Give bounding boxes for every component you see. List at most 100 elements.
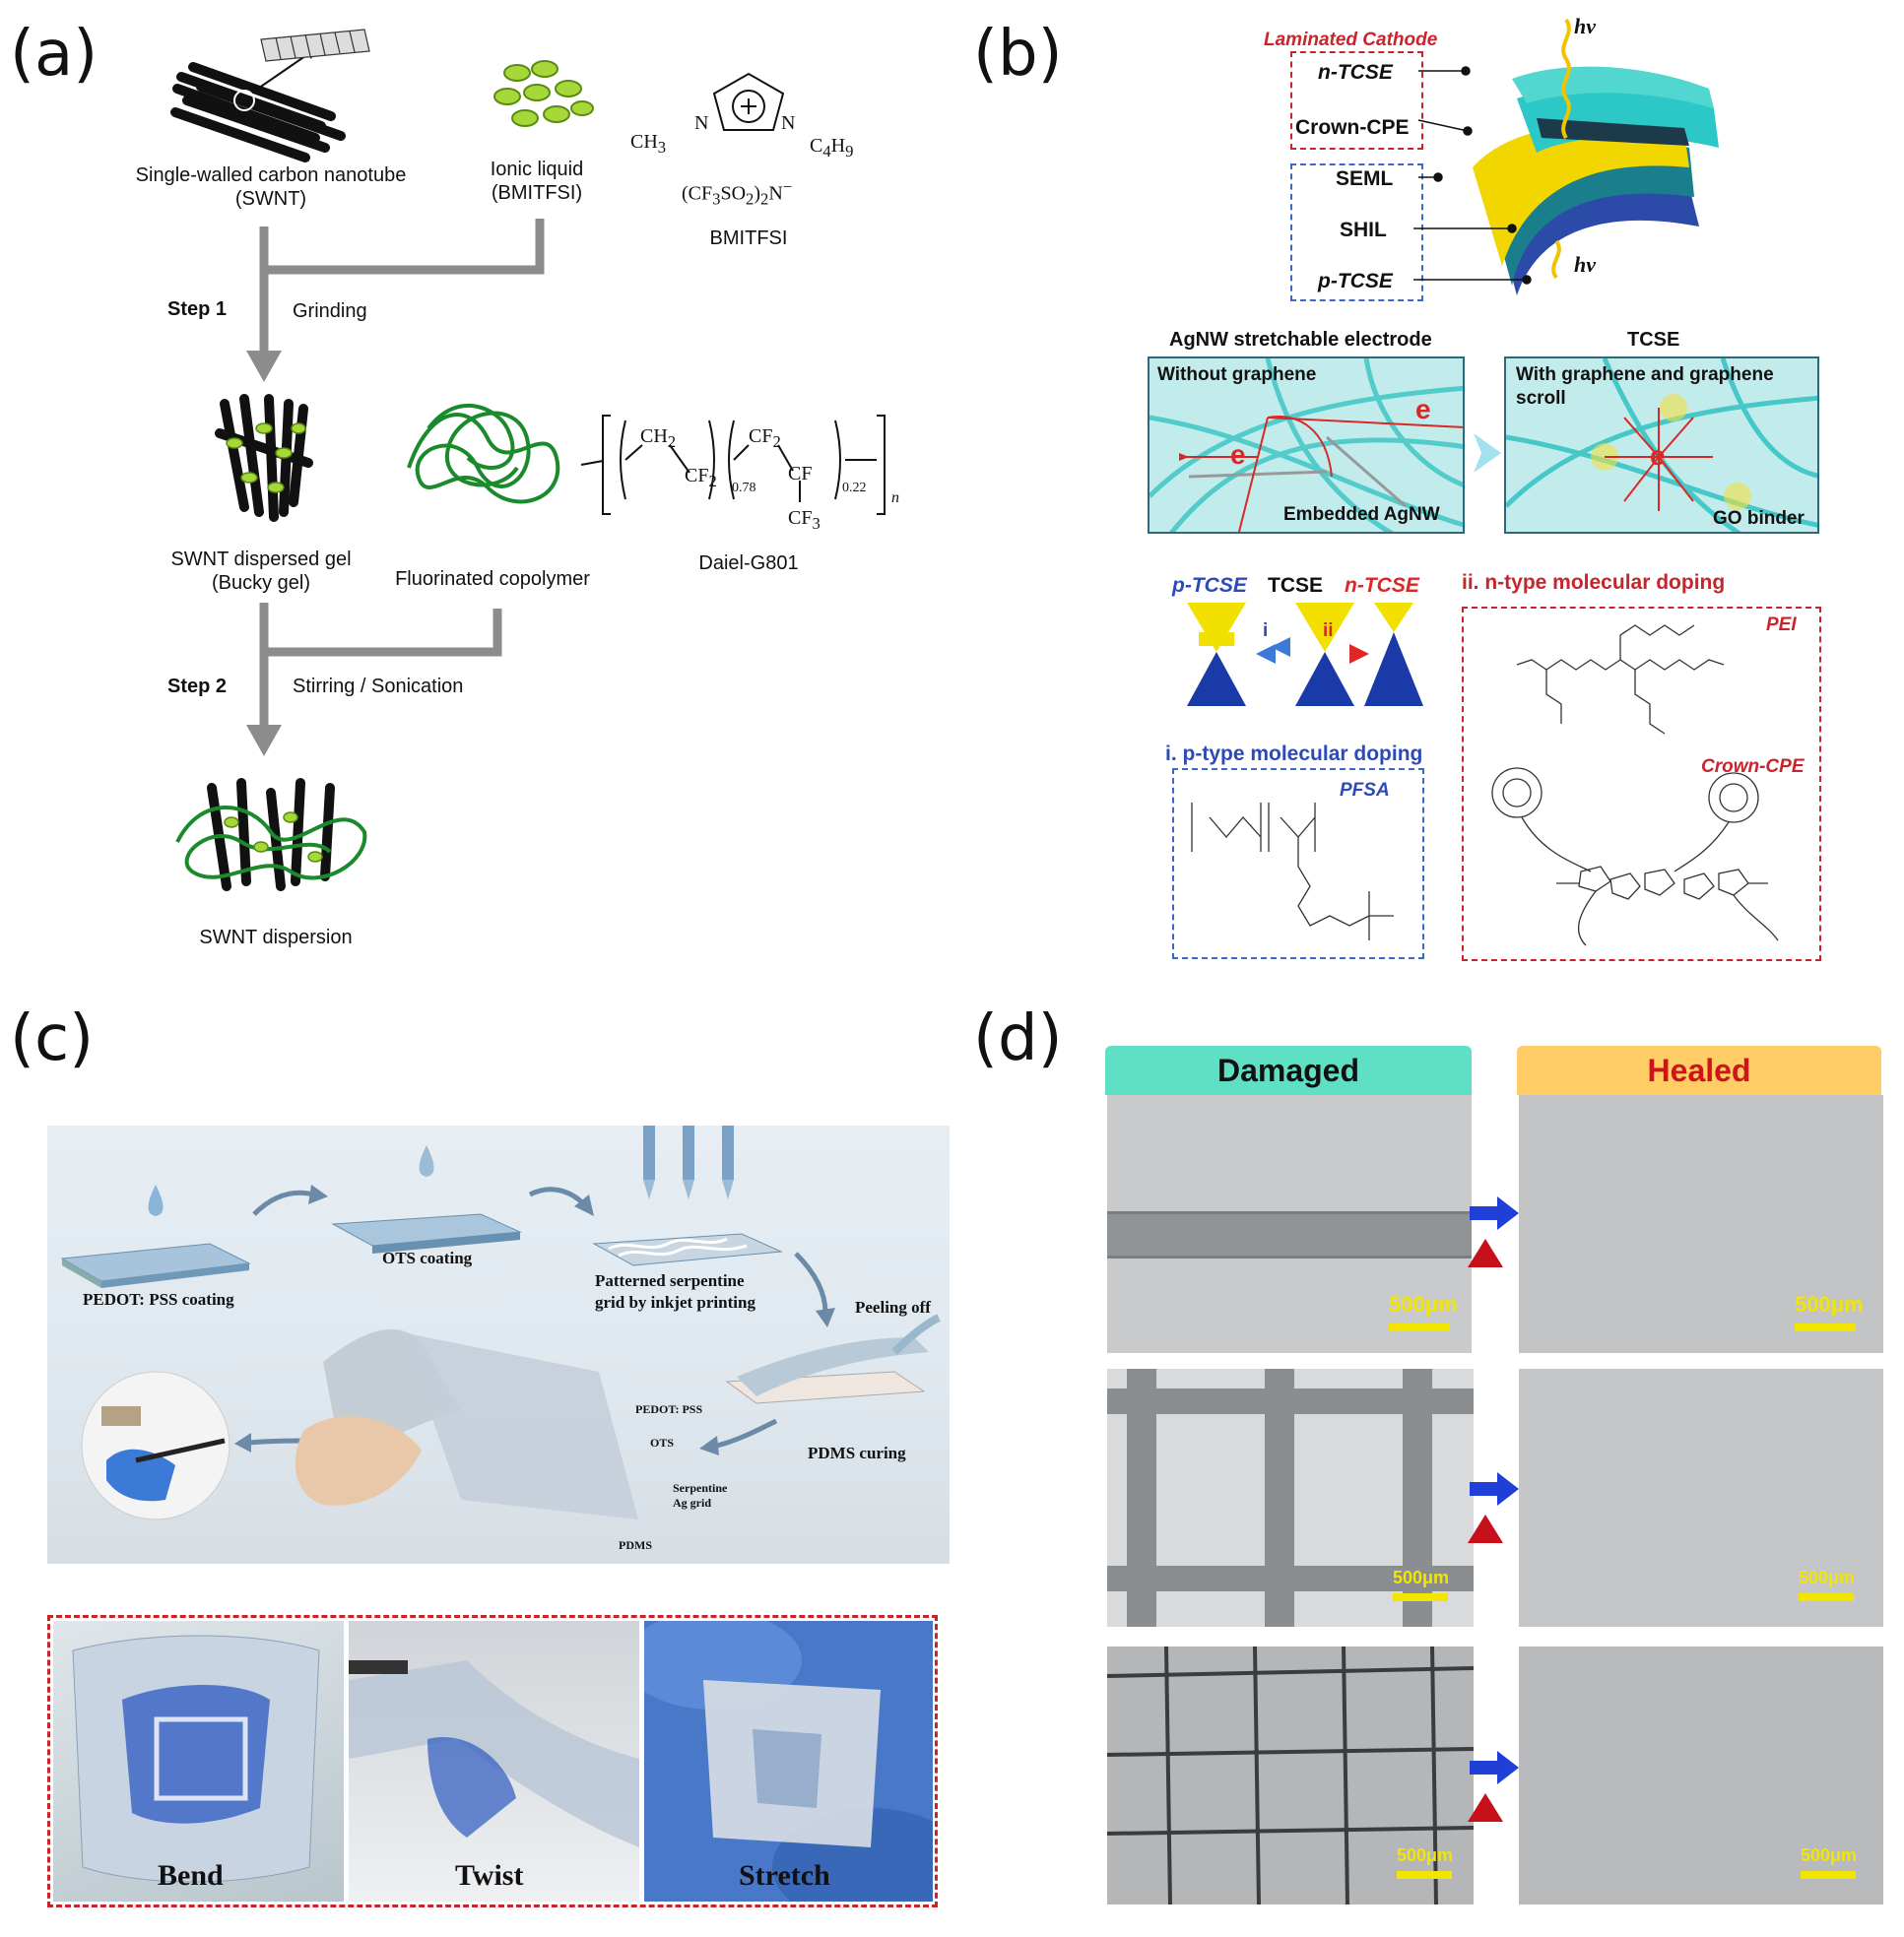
- e-label-1: e: [1415, 394, 1431, 424]
- panel-label-a: (a): [10, 18, 98, 91]
- with-graphene-label: With graphene and graphene scroll: [1516, 364, 1774, 409]
- damaged-micrograph-2: [1107, 1369, 1474, 1627]
- damaged-micrograph-1: [1107, 1095, 1472, 1353]
- arrow-ii-label: ii: [1323, 620, 1334, 641]
- e-label-2: e: [1230, 439, 1246, 470]
- layer-pedot-label: PEDOT: PSS: [635, 1402, 703, 1416]
- cathode-dashed-box: [1290, 51, 1423, 150]
- daiel-label: Daiel-G801: [698, 552, 799, 574]
- healed-micrograph-3: [1519, 1646, 1883, 1905]
- pfsa-structure: [1191, 803, 1394, 940]
- ionic-liquid-icon: [493, 60, 594, 127]
- cone-n-label: n-TCSE: [1345, 574, 1419, 597]
- struct-c4h9: C4H9: [810, 135, 854, 161]
- seml-label: SEML: [1336, 167, 1394, 190]
- bmitfsi-structure: [712, 72, 785, 131]
- scale-bar-h1: [1795, 1324, 1856, 1331]
- tcse-title: TCSE: [1627, 329, 1680, 351]
- bend-film: [72, 1635, 320, 1883]
- struct-n1: N: [694, 112, 709, 134]
- stretch-photo: Stretch: [644, 1621, 933, 1902]
- panel-label-b: (b): [973, 18, 1063, 91]
- scale-label-d1: 500μm: [1389, 1292, 1458, 1317]
- damaged-micrograph-3: [1107, 1646, 1474, 1905]
- healing-arrows: [1468, 1196, 1519, 1822]
- step1-label: Step 1: [167, 298, 228, 320]
- twist-label: Twist: [455, 1859, 524, 1892]
- damaged-title: Damaged: [1216, 1053, 1360, 1088]
- ntype-title: ii. n-type molecular doping: [1462, 571, 1726, 594]
- swnt-dispersion-icon: [175, 778, 367, 891]
- scale-label-h3: 500μm: [1801, 1845, 1858, 1865]
- process-scheme: [60, 1126, 941, 1520]
- panel-a: Single-walled carbon nanotube(SWNT) Ioni…: [0, 0, 946, 985]
- step2-label: Step 2: [167, 676, 228, 697]
- fluoro-copolymer-icon: [407, 404, 560, 504]
- pei-label: PEI: [1766, 614, 1797, 635]
- go-binder-label: GO binder: [1713, 508, 1805, 529]
- ptype-title: i. p-type molecular doping: [1165, 743, 1423, 765]
- crowncpe-label: Crown-CPE: [1295, 116, 1410, 139]
- healed-micrograph-1: [1519, 1095, 1883, 1353]
- ots-coating-label: OTS coating: [382, 1249, 473, 1267]
- crown-cpe-label: Crown-CPE: [1701, 756, 1805, 777]
- poly-cf2b: CF2: [749, 425, 781, 451]
- ntype-box: [1462, 607, 1821, 961]
- bend-photo: Bend: [53, 1621, 344, 1902]
- shil-label: SHIL: [1340, 219, 1387, 241]
- agnw-title: AgNW stretchable electrode: [1169, 329, 1432, 351]
- poly-ch2: CH2: [640, 425, 677, 451]
- dirac-cones-icon: [1187, 603, 1423, 706]
- hv-bottom-label: hν: [1574, 252, 1596, 277]
- anode-dashed-box: [1290, 163, 1423, 301]
- swnt-label: Single-walled carbon nanotube(SWNT): [135, 164, 407, 210]
- bmitfsi-label: BMITFSI: [709, 227, 788, 249]
- pdms-curing-label: PDMS curing: [808, 1444, 906, 1462]
- poly-cf3: CF3: [788, 507, 821, 533]
- embedded-agnw-label: Embedded AgNW: [1283, 504, 1440, 525]
- panel-label-d: (d): [973, 1002, 1063, 1075]
- poly-078: 0.78: [732, 481, 756, 495]
- agnw-network: [1149, 358, 1463, 532]
- poly-cf: CF: [788, 463, 813, 484]
- cone-p-label: p-TCSE: [1172, 574, 1247, 597]
- poly-cf2a: CF2: [685, 465, 717, 490]
- grinding-label: Grinding: [293, 300, 367, 322]
- hv-top-label: hν: [1574, 14, 1596, 38]
- stirring-label: Stirring / Sonication: [293, 676, 464, 697]
- twist-photo: Twist: [349, 1621, 639, 1902]
- fluoro-copolymer-label: Fluorinated copolymer: [395, 568, 590, 590]
- scratch-band: [1107, 1211, 1472, 1259]
- bucky-gel-icon: [215, 394, 313, 522]
- layer-pdms-label: PDMS: [619, 1538, 652, 1552]
- photos-dashed-box: [47, 1615, 938, 1907]
- peeling-label: Peeling off: [855, 1298, 931, 1317]
- healed-micrograph-2: [1519, 1369, 1883, 1627]
- poly-n: n: [891, 489, 899, 506]
- scale-bar-d2: [1393, 1593, 1448, 1601]
- struct-ch3: CH3: [630, 131, 667, 157]
- scale-label-h2: 500μm: [1799, 1568, 1856, 1587]
- nanotube-bundle-icon: [170, 29, 370, 162]
- scale-bar-d3: [1397, 1871, 1452, 1879]
- stretch-film: [644, 1621, 933, 1902]
- ionic-liquid-label: Ionic liquid(BMITFSI): [490, 159, 584, 204]
- damaged-header: [1105, 1046, 1472, 1095]
- flow-arrows: [246, 219, 545, 756]
- grid-pattern-3: [1107, 1646, 1474, 1905]
- scale-bar-d1: [1389, 1324, 1450, 1331]
- scale-bar-h2: [1799, 1593, 1854, 1601]
- grid-pattern-2: [1107, 1369, 1474, 1627]
- ntcse-label: n-TCSE: [1318, 61, 1393, 84]
- crown-cpe-structure: [1491, 767, 1779, 946]
- swnt-dispersion-label: SWNT dispersion: [199, 927, 353, 948]
- daiel-structure: [580, 415, 886, 515]
- scale-label-d2: 500μm: [1393, 1568, 1450, 1587]
- twist-film: [349, 1660, 639, 1847]
- scale-label-d3: 500μm: [1397, 1845, 1454, 1865]
- healed-title: Healed: [1647, 1053, 1751, 1088]
- pei-structure: [1516, 624, 1725, 735]
